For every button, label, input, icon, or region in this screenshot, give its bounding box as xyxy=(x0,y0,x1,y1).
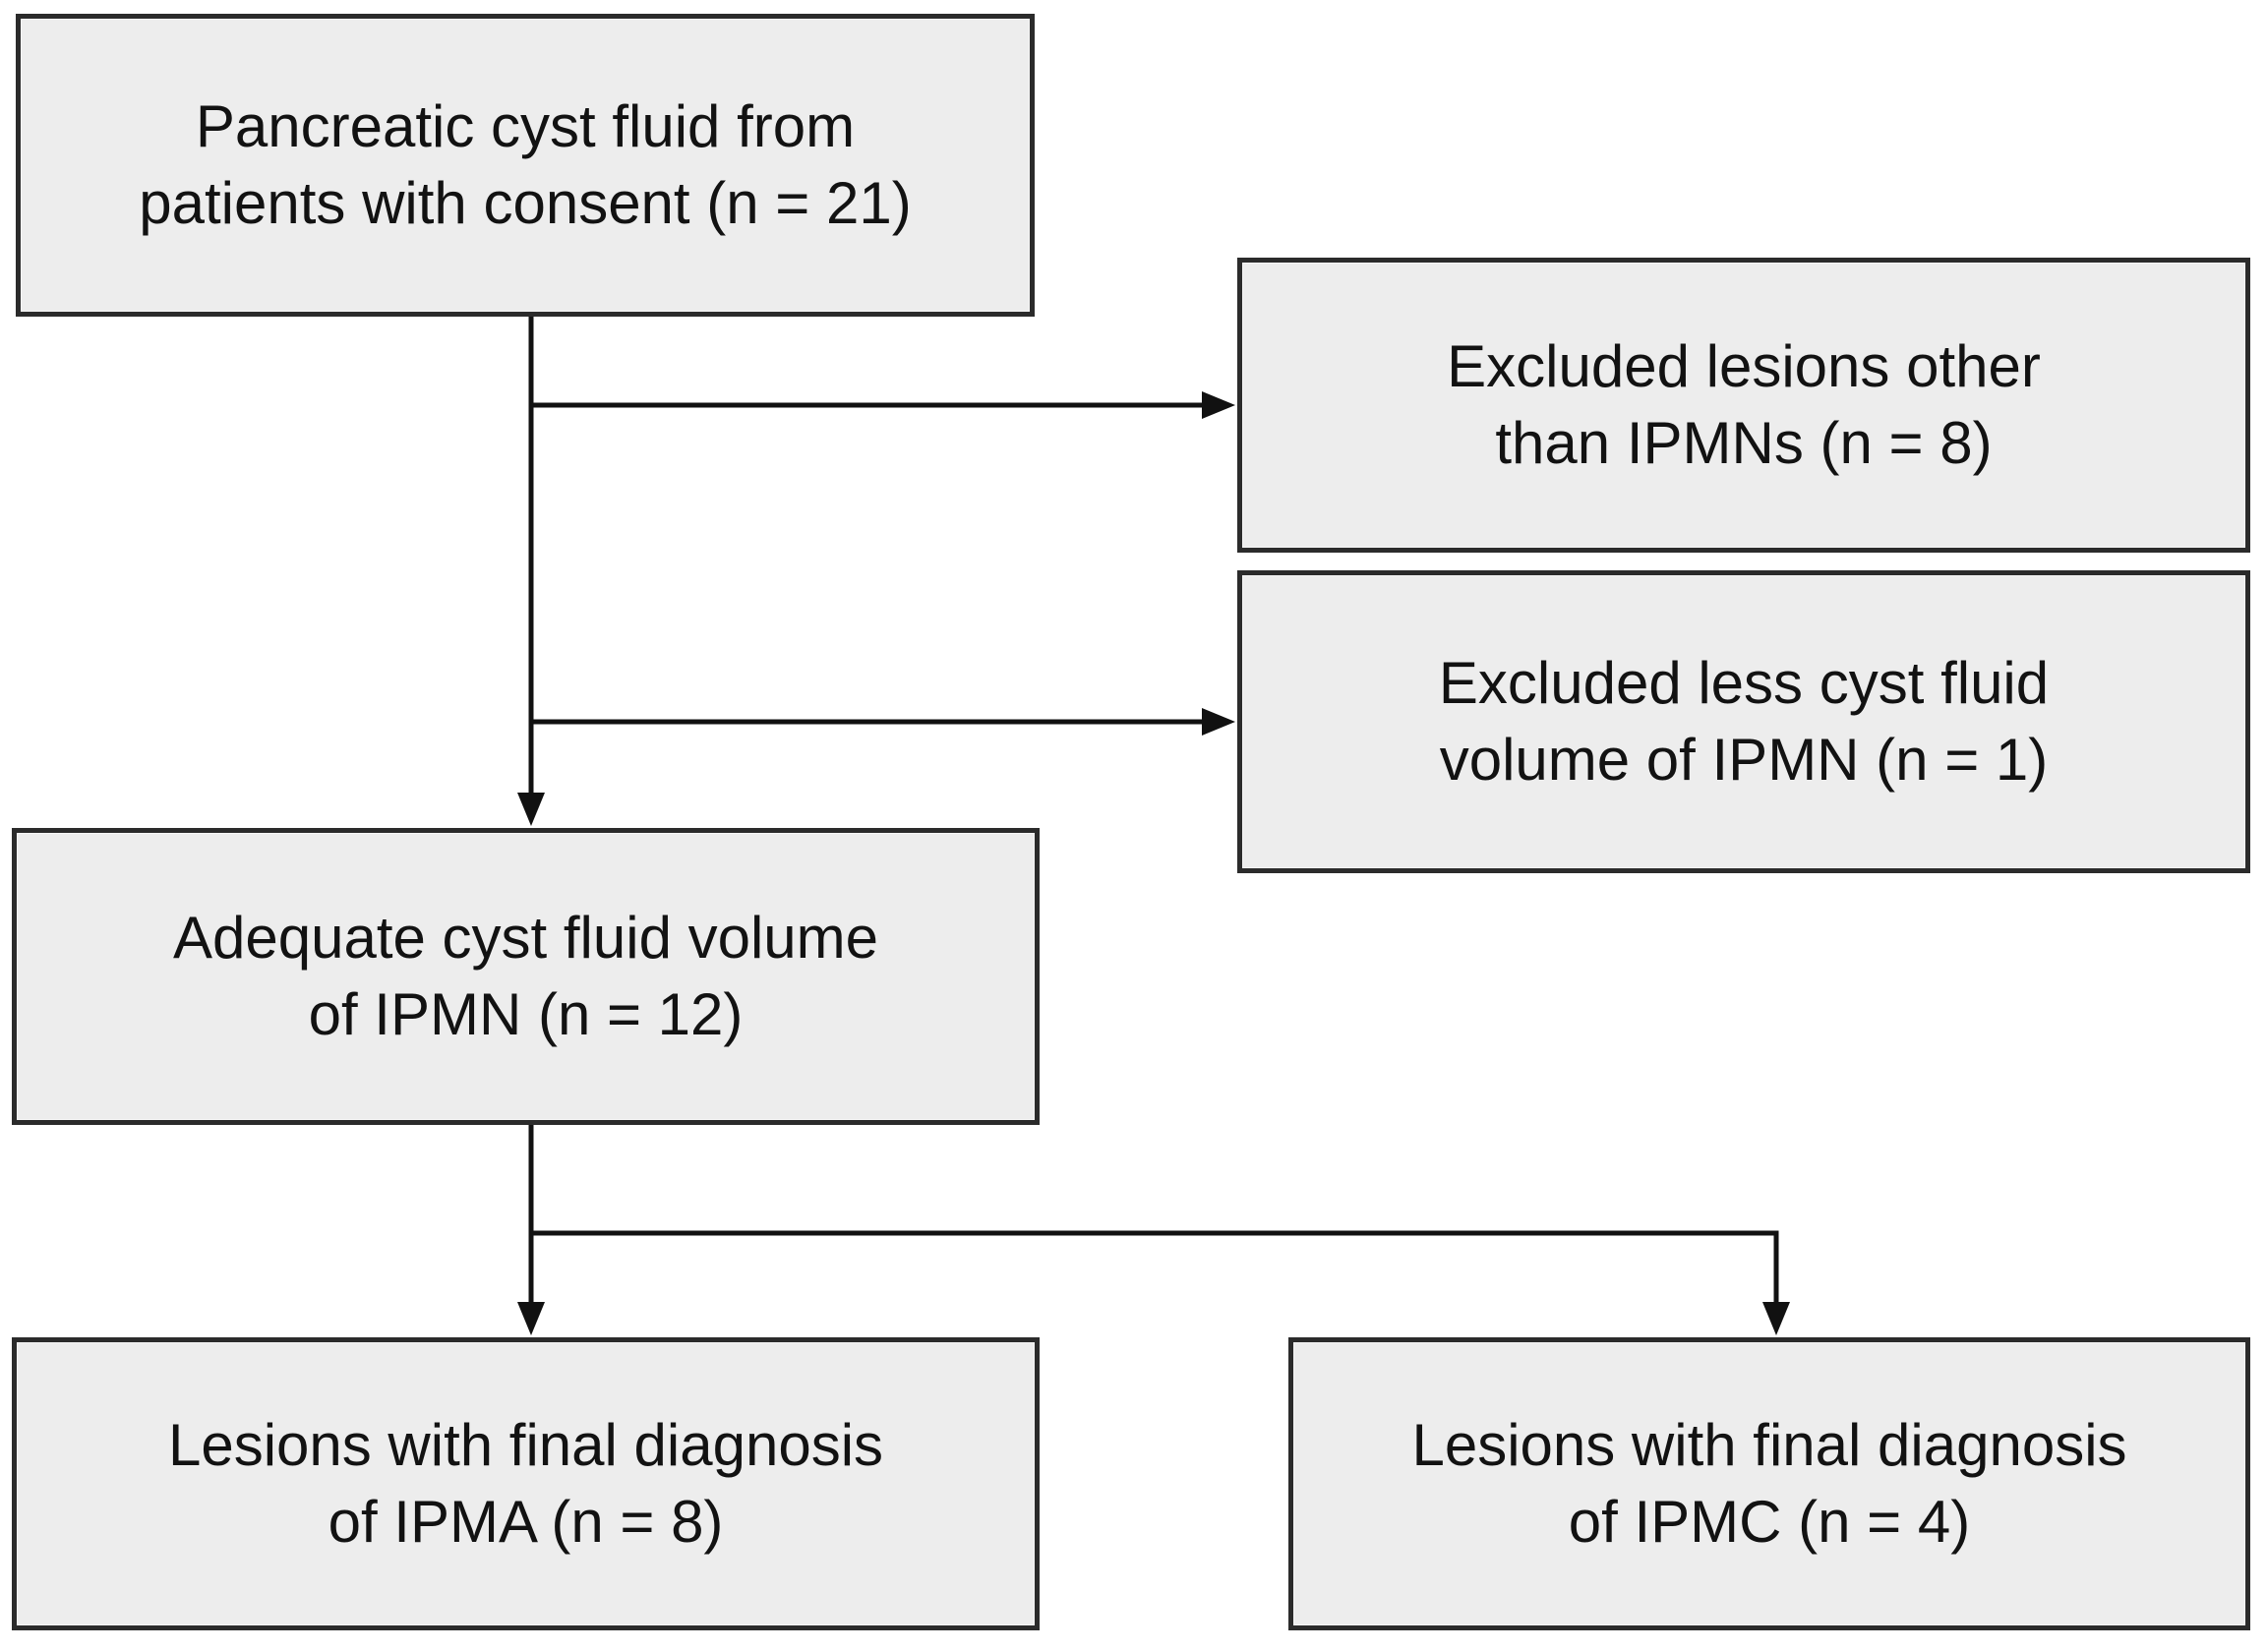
box-excluded-other-line-1: Excluded lesions other xyxy=(1447,333,2041,399)
box-excluded-other-line-2: than IPMNs (n = 8) xyxy=(1495,410,1993,476)
box-ipmc-line-2: of IPMC (n = 4) xyxy=(1568,1489,1971,1555)
box-consent-line-2: patients with consent (n = 21) xyxy=(139,170,912,236)
arrowhead-ipmc xyxy=(1762,1302,1790,1335)
arrowhead-adequate xyxy=(517,793,545,826)
box-consent-line-1: Pancreatic cyst fluid from xyxy=(195,93,856,159)
box-adequate-line-1: Adequate cyst fluid volume xyxy=(172,905,879,971)
box-excluded-volume: Excluded less cyst fluid volume of IPMN … xyxy=(1237,570,2250,873)
box-adequate-line-2: of IPMN (n = 12) xyxy=(308,981,744,1047)
arrowhead-excluded-other xyxy=(1202,391,1235,419)
box-excluded-volume-line-2: volume of IPMN (n = 1) xyxy=(1439,727,2049,793)
arrowhead-ipma xyxy=(517,1302,545,1335)
box-ipma-line-2: of IPMA (n = 8) xyxy=(328,1489,724,1555)
box-ipmc: Lesions with final diagnosis of IPMC (n … xyxy=(1288,1337,2250,1630)
box-ipma: Lesions with final diagnosis of IPMA (n … xyxy=(12,1337,1040,1630)
box-ipmc-line-1: Lesions with final diagnosis xyxy=(1411,1412,2127,1478)
arrowhead-excluded-volume xyxy=(1202,708,1235,736)
box-excluded-other: Excluded lesions other than IPMNs (n = 8… xyxy=(1237,258,2250,553)
box-excluded-volume-line-1: Excluded less cyst fluid xyxy=(1438,650,2050,716)
box-consent: Pancreatic cyst fluid from patients with… xyxy=(16,14,1035,317)
box-adequate: Adequate cyst fluid volume of IPMN (n = … xyxy=(12,828,1040,1125)
box-ipma-line-1: Lesions with final diagnosis xyxy=(167,1412,884,1478)
